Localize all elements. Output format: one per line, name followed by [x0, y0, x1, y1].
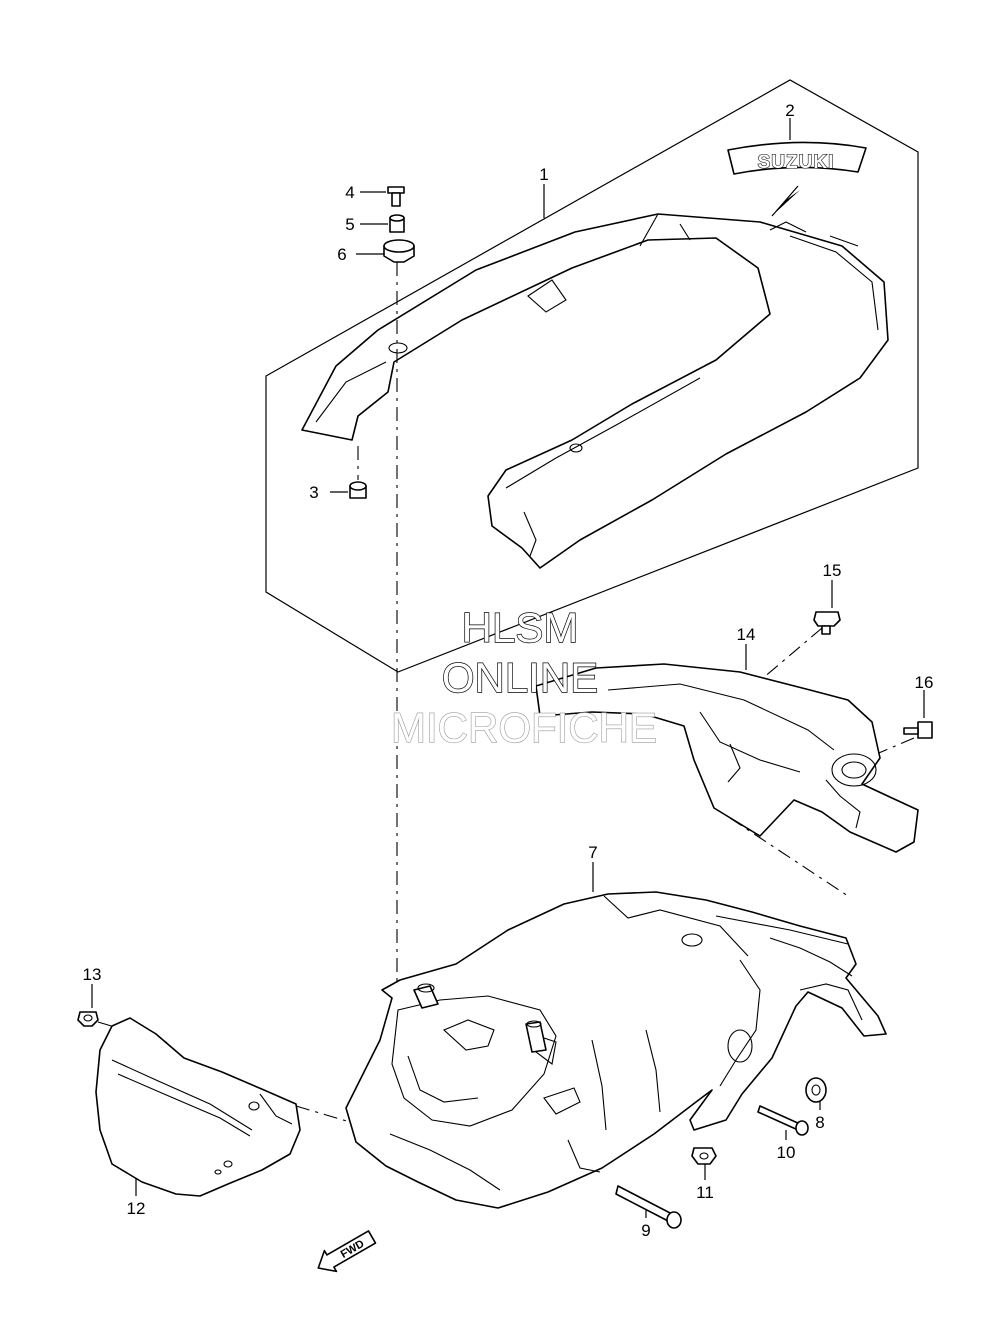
- callout-10: 10: [777, 1143, 796, 1162]
- fwd-arrow: FWD: [317, 1230, 377, 1273]
- screw-part-15: [813, 611, 841, 635]
- callout-11: 11: [696, 1183, 714, 1202]
- screw-part-4: [387, 186, 405, 207]
- callout-3: 3: [309, 483, 318, 502]
- callout-13: 13: [83, 965, 102, 984]
- assembly-line-part15: [715, 627, 823, 719]
- collar-part-8: [805, 1077, 827, 1103]
- callout-14: 14: [737, 625, 756, 644]
- bolt-part-10: [757, 1105, 809, 1136]
- collar-part-5: [389, 214, 405, 233]
- callout-12: 12: [127, 1199, 146, 1218]
- bolt-part-9: [615, 1185, 682, 1229]
- kit-box-outline: [265, 79, 919, 673]
- watermark: HLSM ONLINE MICROFICHE: [390, 603, 657, 751]
- callout-6: 6: [337, 245, 346, 264]
- watermark-line-1: HLSM: [462, 604, 579, 651]
- rear-fender-part-7: [345, 891, 887, 1209]
- grommet-part-6: [383, 239, 415, 263]
- inner-fender-part-14: [535, 663, 919, 853]
- callout-7: 7: [588, 843, 597, 862]
- emblem-arrow: [774, 188, 800, 214]
- callout-2: 2: [785, 101, 794, 120]
- callout-1: 1: [539, 165, 548, 184]
- callout-leaders: [91, 118, 925, 1218]
- callout-15: 15: [823, 561, 842, 580]
- screw-part-13: [77, 1011, 99, 1027]
- nut-part-11: [691, 1147, 717, 1165]
- emblem-text: SUZUKI: [758, 152, 835, 173]
- assembly-line-part12-7: [295, 1105, 351, 1123]
- screw-part-16: [903, 721, 933, 739]
- callout-8: 8: [815, 1113, 824, 1132]
- callout-5: 5: [345, 215, 354, 234]
- callout-4: 4: [345, 183, 354, 202]
- cushion-part-3: [349, 481, 367, 499]
- callout-16: 16: [915, 673, 934, 692]
- callout-9: 9: [641, 1221, 650, 1240]
- side-cover-part-12: [95, 1017, 301, 1197]
- suzuki-emblem: SUZUKI: [727, 141, 867, 217]
- watermark-line-3: MICROFICHE: [391, 704, 657, 751]
- fwd-label: FWD: [339, 1238, 367, 1261]
- assembly-line-part14-7: [729, 817, 849, 897]
- watermark-line-2: ONLINE: [442, 654, 598, 701]
- rear-seat-tail-cover: [301, 213, 889, 569]
